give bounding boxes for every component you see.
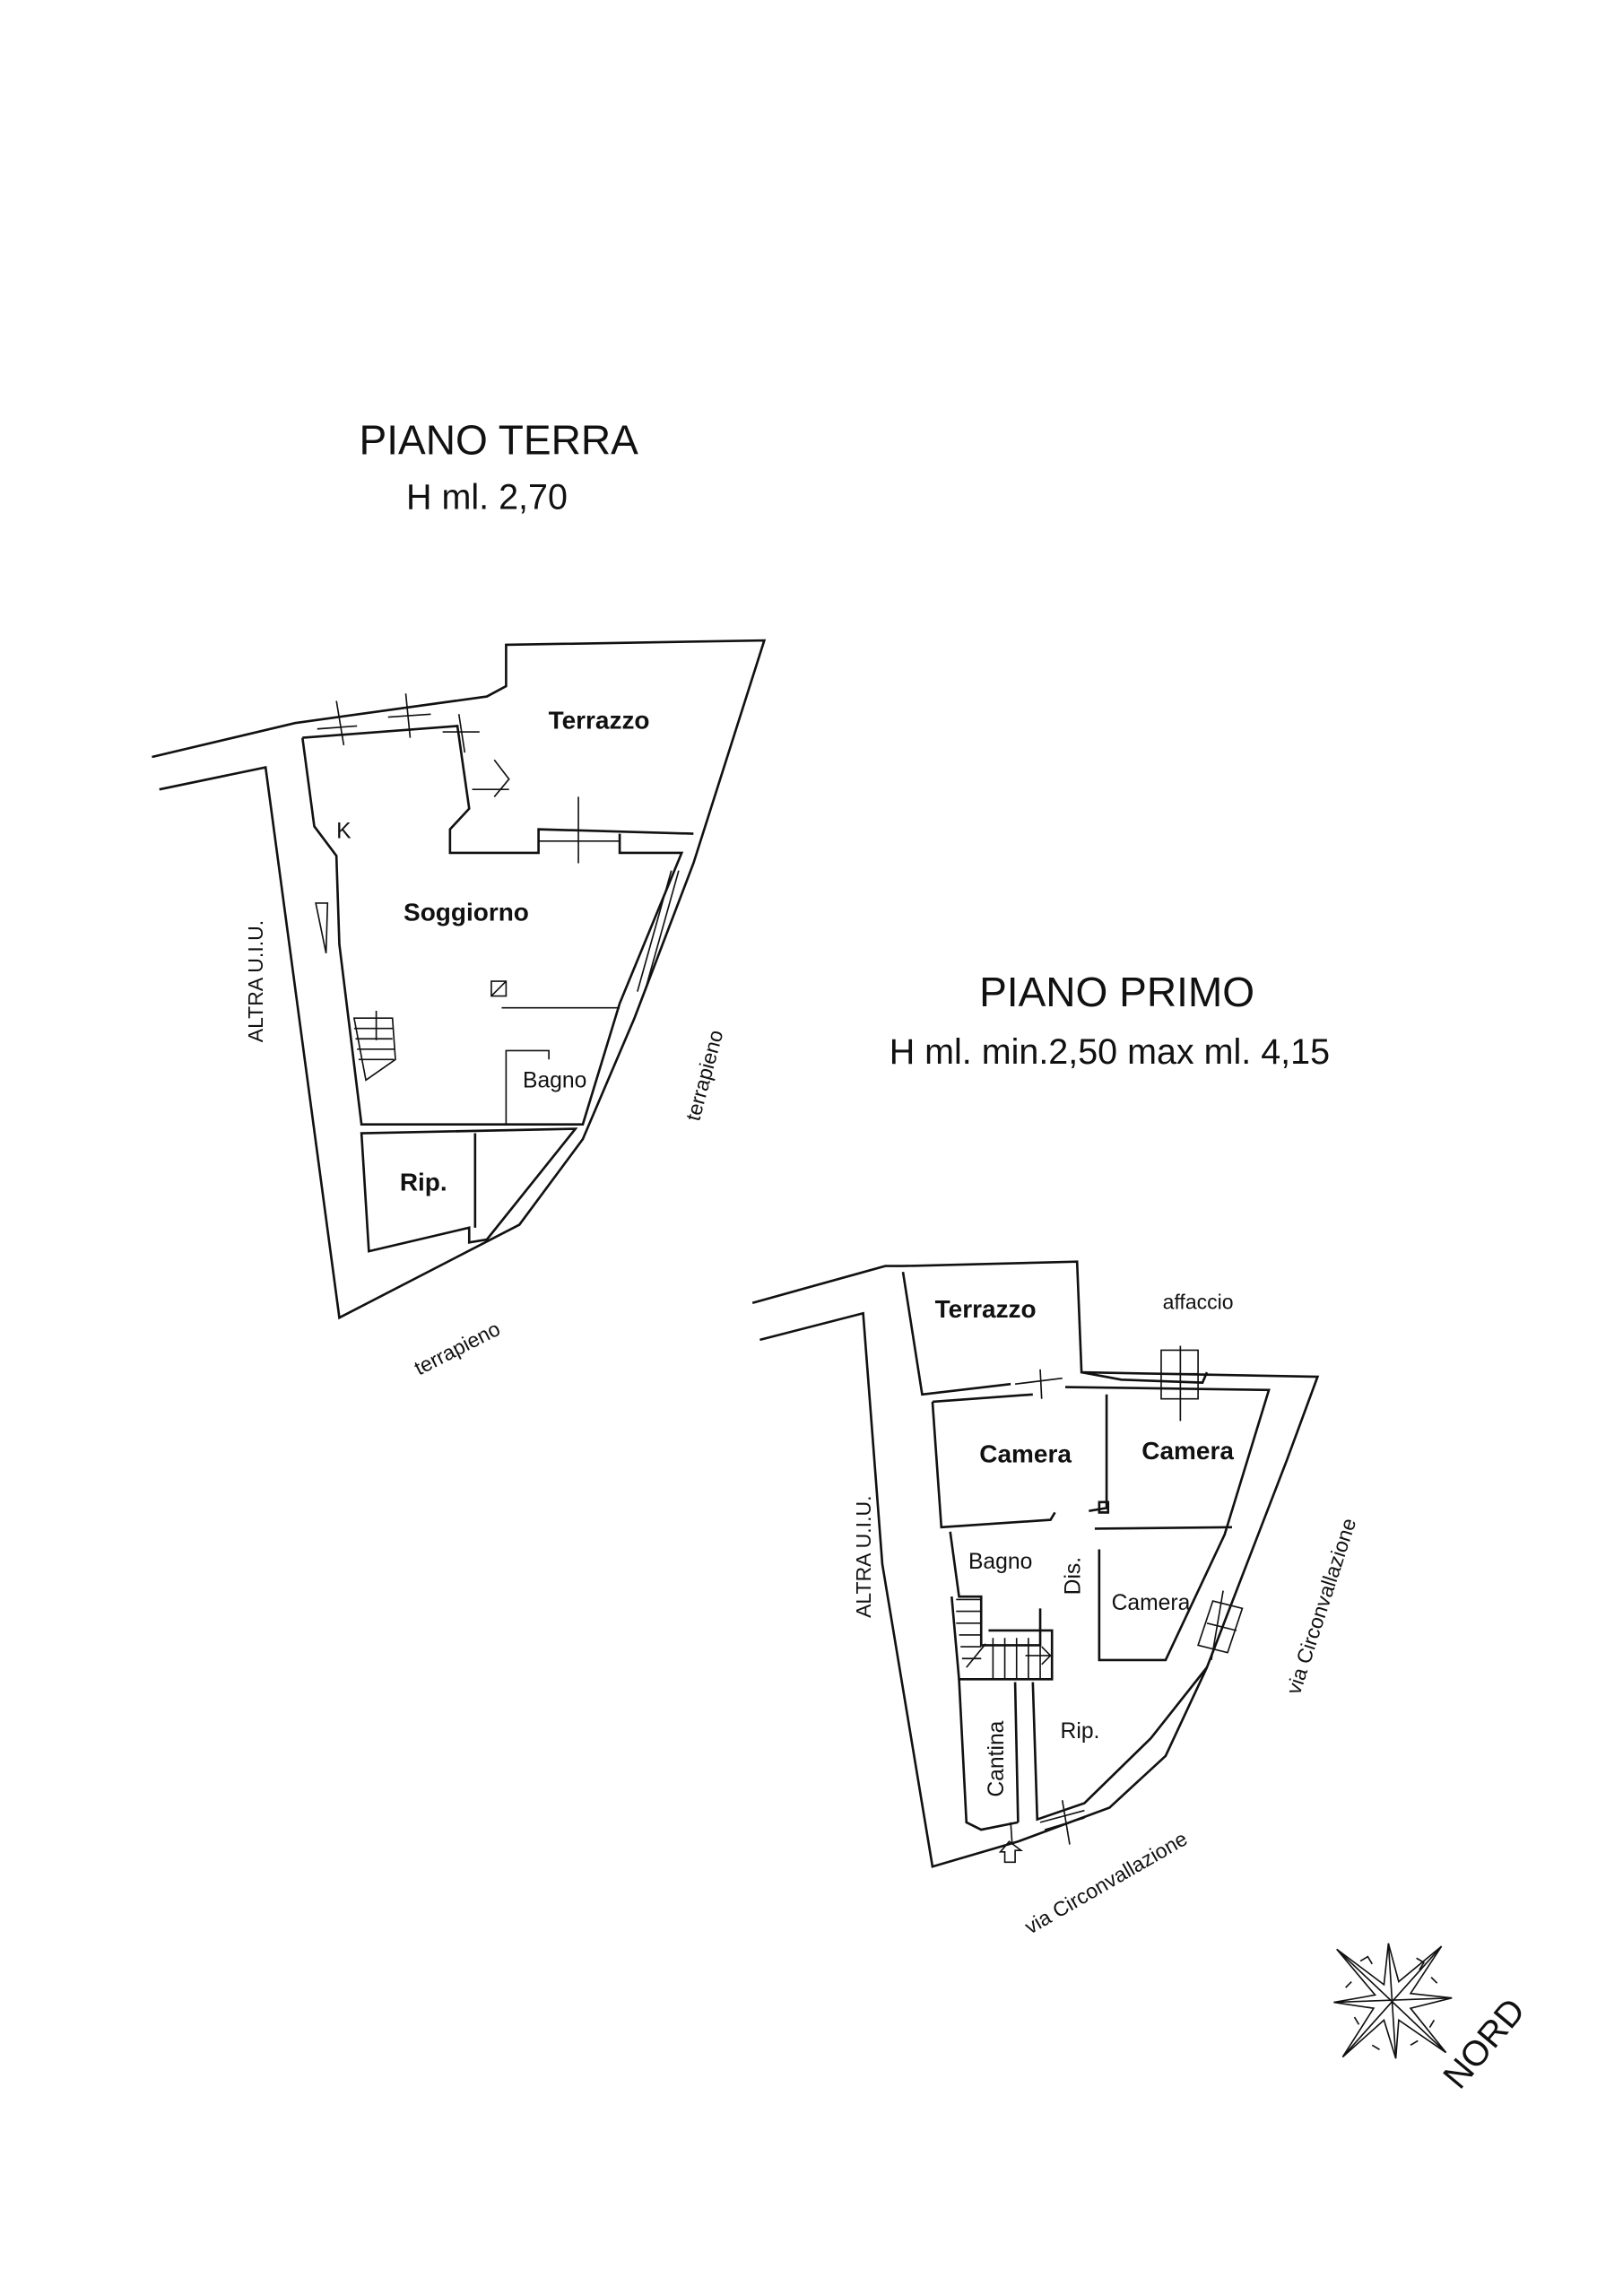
first-floor-title: PIANO PRIMO (979, 969, 1254, 1015)
room-label-camera-3: Camera (1112, 1591, 1191, 1615)
ground-floor-height: H ml. 2,70 (406, 478, 568, 517)
room-label-soggiorno: Soggiorno (404, 899, 529, 926)
room-label-terrazzo-first: Terrazzo (935, 1295, 1037, 1323)
room-label-camera-2: Camera (1141, 1437, 1234, 1465)
room-label-cantina: Cantina (985, 1720, 1009, 1796)
room-label-dis: Dis. (1061, 1557, 1085, 1595)
ground-floor-title: PIANO TERRA (359, 417, 638, 464)
room-label-rip-first: Rip. (1061, 1719, 1100, 1744)
room-label-bagno: Bagno (523, 1069, 586, 1093)
ground-floor-walls (152, 639, 767, 1320)
room-label-kitchen-mark: K (336, 820, 352, 844)
neighbor-label-left-first: ALTRA U.I.U. (852, 1496, 875, 1618)
room-label-rip: Rip. (400, 1169, 447, 1196)
first-floor-height: H ml. min.2,50 max ml. 4,15 (890, 1032, 1330, 1072)
room-label-terrazzo: Terrazzo (549, 707, 650, 735)
label-affaccio: affaccio (1163, 1290, 1234, 1313)
compass-rose-icon (1333, 1943, 1453, 2059)
neighbor-label-left: ALTRA U.I.U. (244, 920, 267, 1042)
first-floor-walls (751, 1260, 1320, 1868)
room-label-camera-1: Camera (979, 1439, 1072, 1467)
room-label-bagno-first: Bagno (968, 1550, 1032, 1574)
